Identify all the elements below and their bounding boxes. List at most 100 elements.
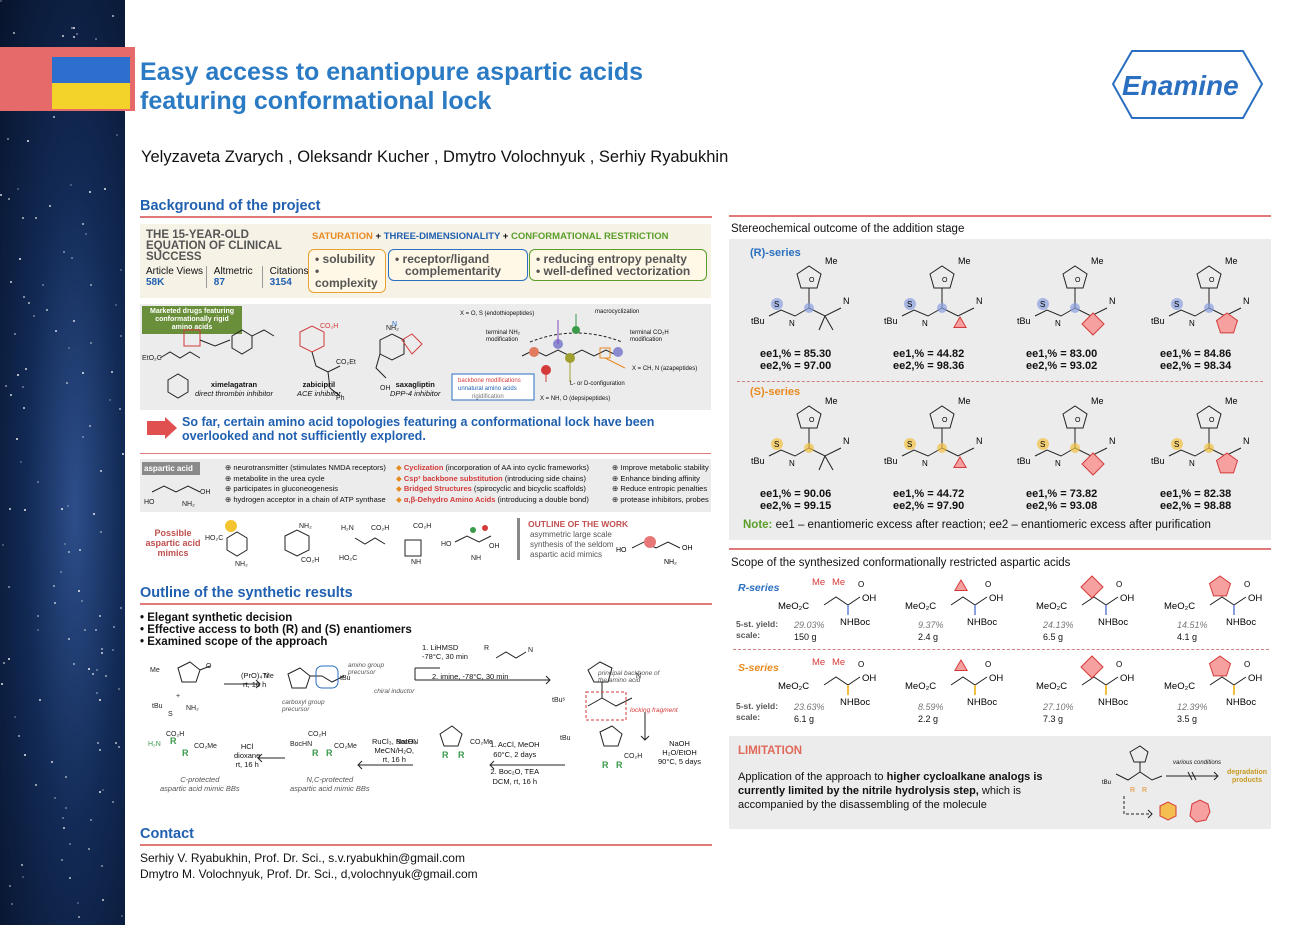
star — [53, 797, 56, 800]
star — [20, 864, 23, 867]
star — [100, 651, 103, 654]
star — [89, 190, 92, 193]
arrow-right-icon — [147, 417, 177, 439]
label-principal-backbone: principal backbone of the amino acid — [598, 670, 660, 684]
star — [115, 304, 118, 307]
svg-text:NH: NH — [471, 555, 481, 562]
contact-line-2: Dmytro M. Volochnyuk, Prof. Dr. Sci., d,… — [140, 867, 478, 881]
star — [119, 268, 122, 271]
star — [89, 283, 92, 286]
svg-text:tBu: tBu — [340, 675, 351, 682]
star — [84, 628, 87, 631]
equation-title: THE 15-YEAR-OLD EQUATION OF CLINICAL SUC… — [146, 229, 282, 263]
label-carboxyl: carboxyl group precursor — [282, 699, 325, 713]
star — [81, 436, 84, 439]
star — [111, 370, 114, 373]
svg-text:NHBoc: NHBoc — [840, 617, 870, 628]
svg-text:HO₂C: HO₂C — [205, 535, 223, 542]
star — [62, 817, 65, 820]
svg-text:OH: OH — [200, 489, 211, 496]
svg-text:N: N — [1109, 296, 1116, 306]
star — [70, 26, 73, 29]
svg-text:Me: Me — [958, 396, 971, 406]
star — [98, 614, 101, 617]
star — [112, 649, 115, 652]
svg-text:O: O — [942, 417, 948, 424]
star — [112, 14, 115, 17]
svg-text:S: S — [907, 440, 912, 449]
star — [118, 407, 121, 410]
r-yield-1: 29.03%150 g — [794, 620, 825, 642]
star — [105, 674, 108, 677]
svg-text:O: O — [206, 663, 212, 670]
svg-text:tBu: tBu — [1017, 316, 1031, 326]
s-series-label: (S)-series — [750, 386, 801, 398]
star — [21, 216, 24, 219]
star — [120, 606, 123, 609]
star — [27, 139, 30, 142]
svg-text:N: N — [528, 647, 533, 654]
authors: Yelyzaveta Zvarych , Oleksandr Kucher , … — [141, 148, 729, 166]
star — [119, 334, 122, 337]
star — [24, 754, 27, 757]
star — [20, 460, 23, 463]
star — [10, 902, 13, 905]
svg-text:S: S — [1174, 440, 1179, 449]
series-divider — [737, 381, 1263, 382]
svg-text:R: R — [312, 748, 319, 758]
svg-text:Me: Me — [825, 256, 838, 266]
scope-rule — [729, 548, 1271, 550]
star — [88, 847, 91, 850]
svg-text:N: N — [1243, 296, 1250, 306]
svg-text:N: N — [922, 459, 928, 468]
star — [22, 406, 25, 409]
star — [2, 544, 5, 547]
svg-text:MeO₂C: MeO₂C — [778, 601, 809, 612]
svg-text:tBu: tBu — [751, 456, 765, 466]
star — [0, 682, 3, 685]
svg-text:O: O — [942, 277, 948, 284]
svg-text:OH: OH — [989, 673, 1003, 684]
svg-text:Me: Me — [832, 577, 845, 588]
svg-text:R: R — [170, 736, 177, 746]
limitation-panel — [729, 736, 1271, 829]
star — [62, 251, 65, 254]
star — [17, 374, 20, 377]
background-heading: Background of the project — [140, 198, 321, 214]
r-yield-2: 9.37%2.4 g — [918, 620, 944, 642]
svg-text:MeO₂C: MeO₂C — [905, 681, 936, 692]
star — [84, 233, 87, 236]
label-l-d: L- or D-configuration — [570, 381, 625, 387]
star — [14, 333, 17, 336]
svg-text:CO₂H: CO₂H — [320, 323, 338, 330]
svg-text:N: N — [976, 296, 983, 306]
svg-text:S: S — [774, 440, 779, 449]
star — [6, 137, 9, 140]
svg-text:CO₂H: CO₂H — [308, 731, 326, 738]
svg-text:N: N — [976, 436, 983, 446]
outline-work-text: asymmetric large scale synthesis of the … — [530, 530, 614, 559]
star — [61, 858, 64, 861]
star — [69, 842, 72, 845]
svg-text:S: S — [1040, 440, 1045, 449]
label-macro: macrocyclization — [595, 309, 640, 315]
label-amine-precursor: amino group precursor — [348, 662, 385, 676]
star — [121, 452, 124, 455]
svg-text:R: R — [326, 748, 333, 758]
star — [72, 320, 75, 323]
svg-text:CO₂Me: CO₂Me — [194, 743, 217, 750]
